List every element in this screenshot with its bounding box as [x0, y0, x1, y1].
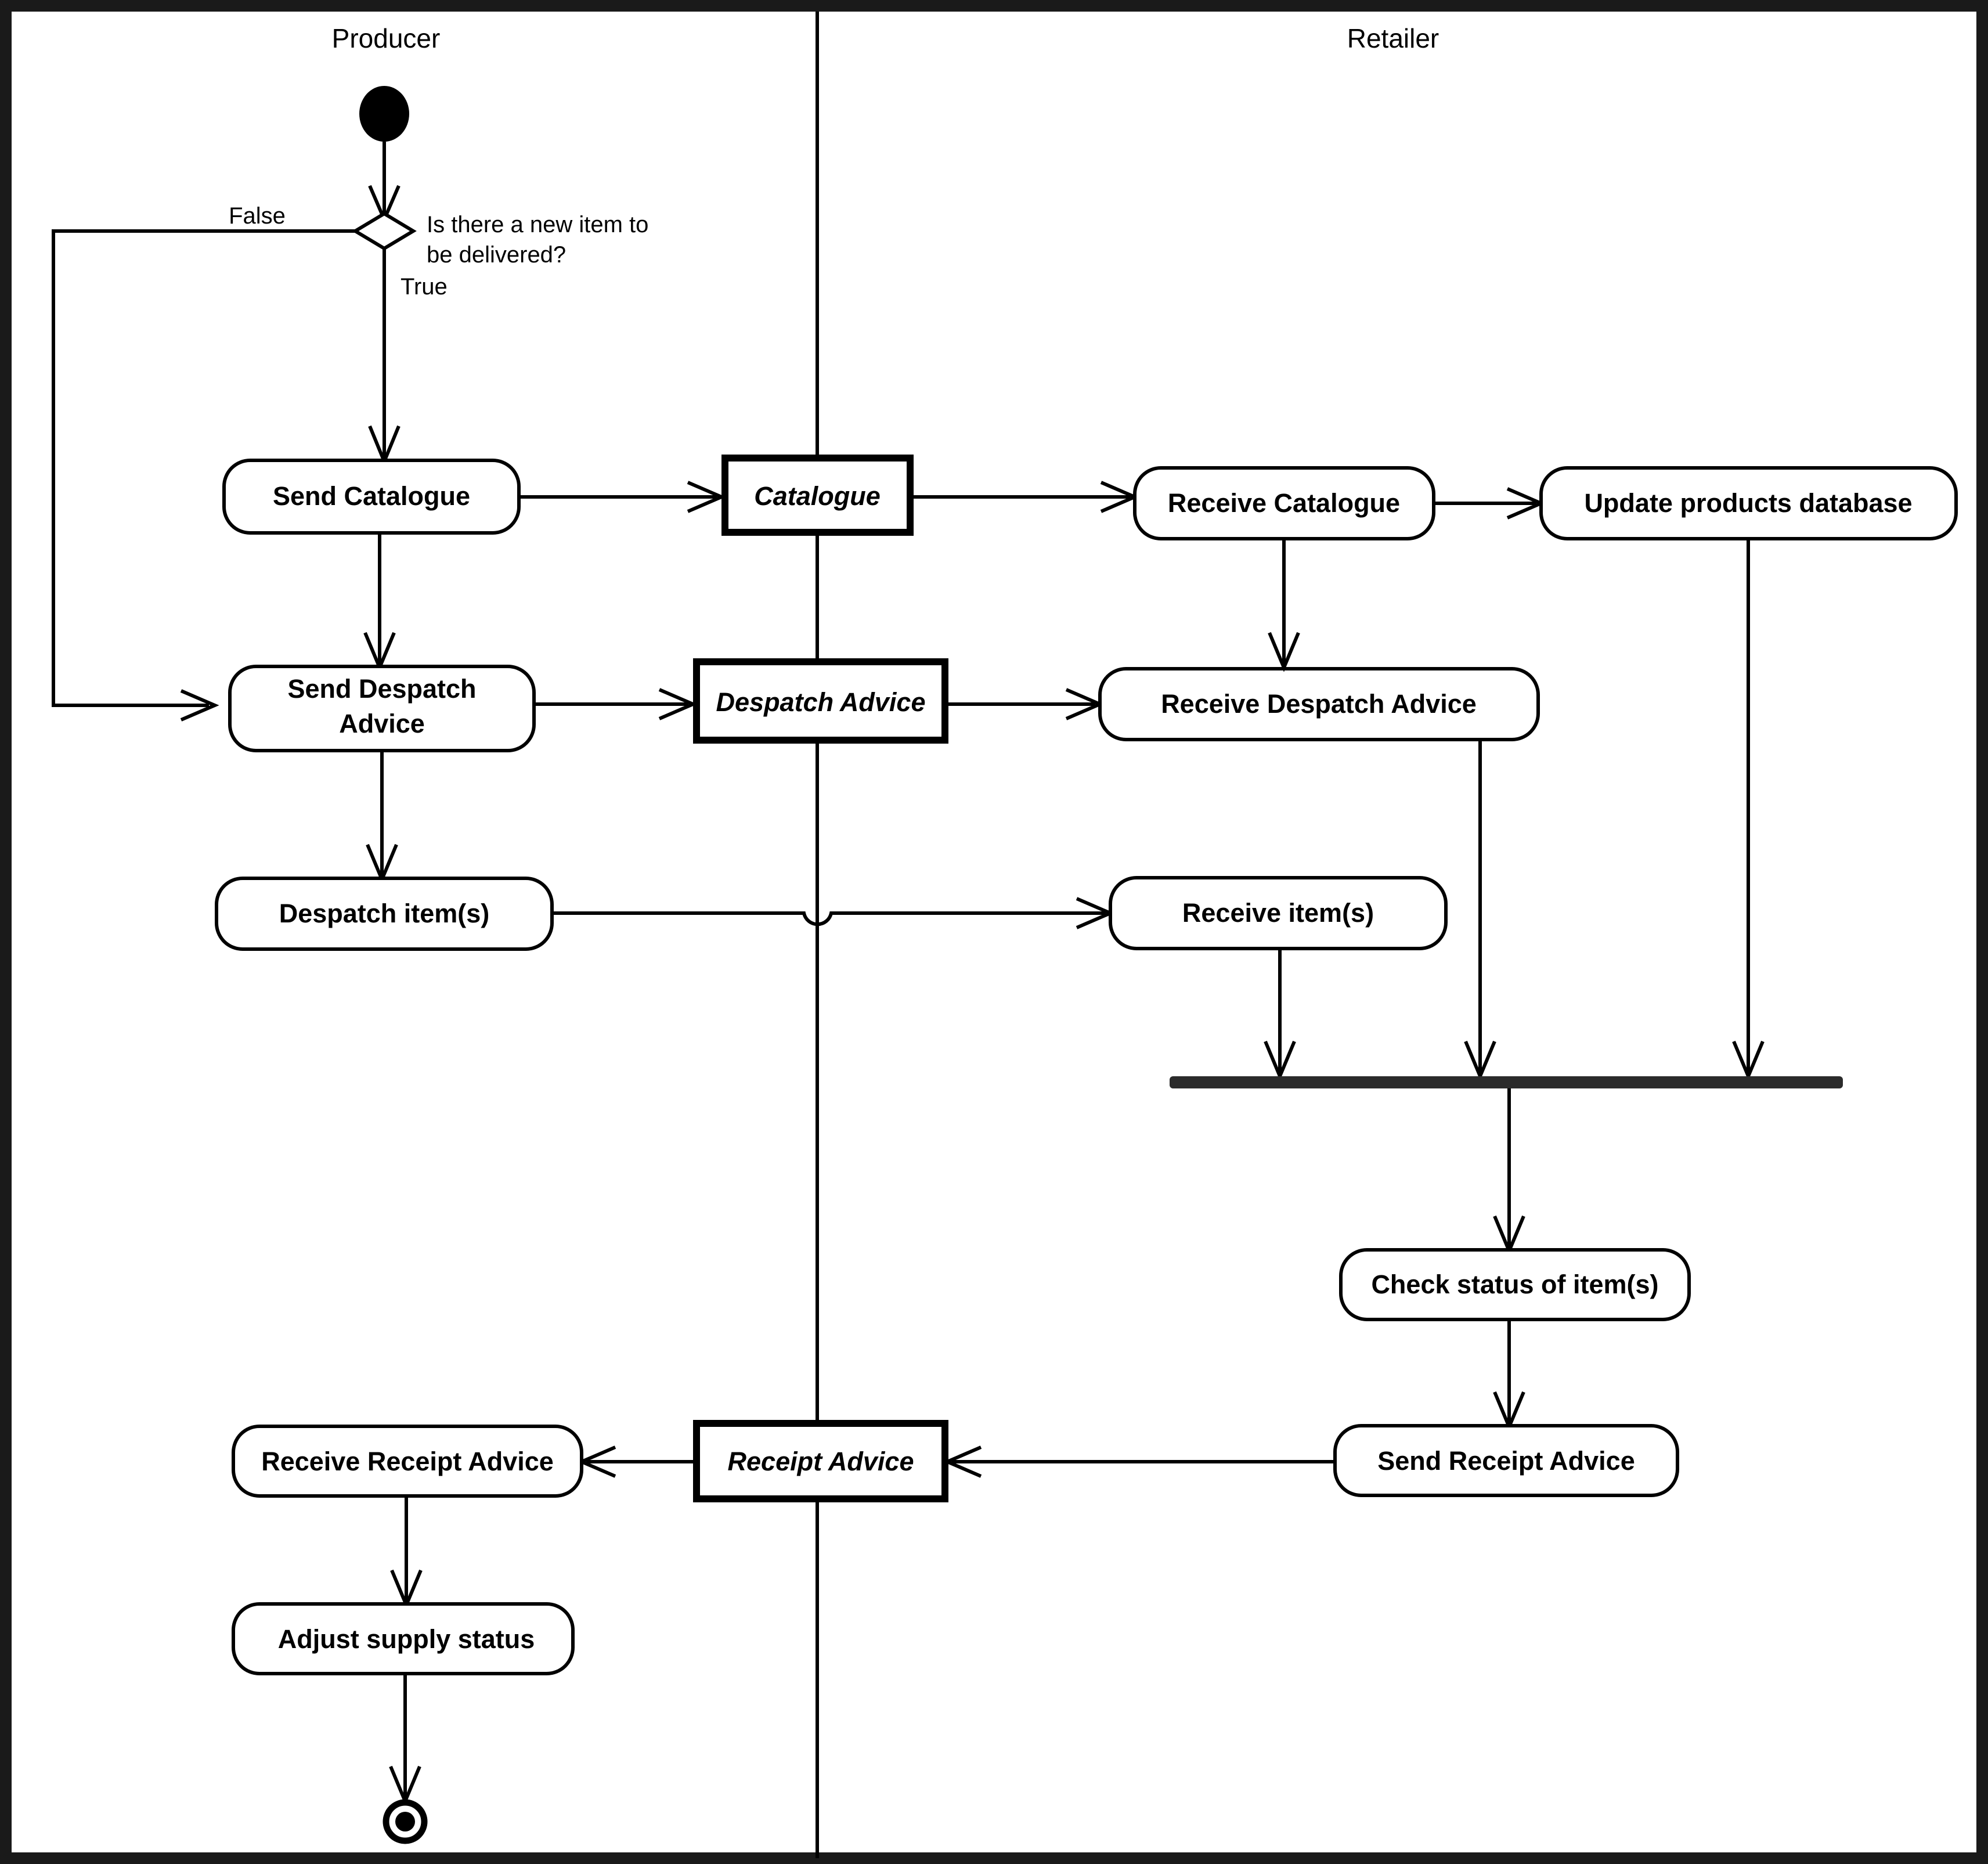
object-node-receipt-advice[interactable] [693, 1420, 948, 1502]
object-label-receipt-advice: Receipt Advice [728, 1447, 914, 1476]
object-node-catalogue[interactable] [721, 455, 914, 536]
flow-despatch-items-to-receive-items [552, 911, 1106, 926]
final-node-dot [395, 1812, 415, 1831]
flow-false-loop [52, 229, 355, 707]
activity-adjust-supply-status[interactable] [232, 1602, 575, 1675]
activity-label-adjust-supply-status: Adjust supply status [278, 1624, 535, 1654]
decision-question-line1: Is there a new item to [427, 212, 648, 237]
activity-label-receive-items: Receive item(s) [1182, 898, 1374, 928]
object-node-despatch-advice[interactable] [693, 658, 948, 744]
guard-false-label: False [229, 203, 286, 229]
activity-label-check-status-of-items: Check status of item(s) [1371, 1270, 1658, 1299]
decision-question-line2: be delivered? [427, 242, 566, 268]
activity-check-status-of-items[interactable] [1339, 1248, 1691, 1321]
object-label-despatch-advice: Despatch Advice [716, 687, 926, 717]
activity-label-send-catalogue: Send Catalogue [273, 481, 470, 511]
activity-label-despatch-items: Despatch item(s) [279, 899, 490, 928]
activity-label-update-products-database: Update products database [1584, 488, 1912, 518]
arrowhead-receive-despatch-vertical [1268, 632, 1300, 672]
activity-label-send-receipt-advice: Send Receipt Advice [1377, 1446, 1635, 1476]
join-bar [1170, 1076, 1843, 1088]
decision-node [352, 211, 417, 251]
guard-true-label: True [401, 274, 448, 300]
object-label-catalogue: Catalogue [754, 481, 881, 511]
activity-label-receive-catalogue: Receive Catalogue [1168, 488, 1400, 518]
arrowhead-false-loop [180, 689, 219, 722]
activity-label-receive-despatch-advice: Receive Despatch Advice [1161, 689, 1477, 719]
activity-label-send-despatch-advice-line2: Advice [339, 709, 425, 738]
activity-label-receive-receipt-advice: Receive Receipt Advice [261, 1447, 554, 1476]
lane-title-retailer: Retailer [1347, 23, 1439, 53]
activity-label-send-despatch-advice-line1: Send Despatch [287, 674, 476, 704]
activity-receive-despatch-advice[interactable] [1098, 667, 1540, 741]
initial-node [359, 86, 409, 142]
lane-title-producer: Producer [332, 23, 441, 53]
